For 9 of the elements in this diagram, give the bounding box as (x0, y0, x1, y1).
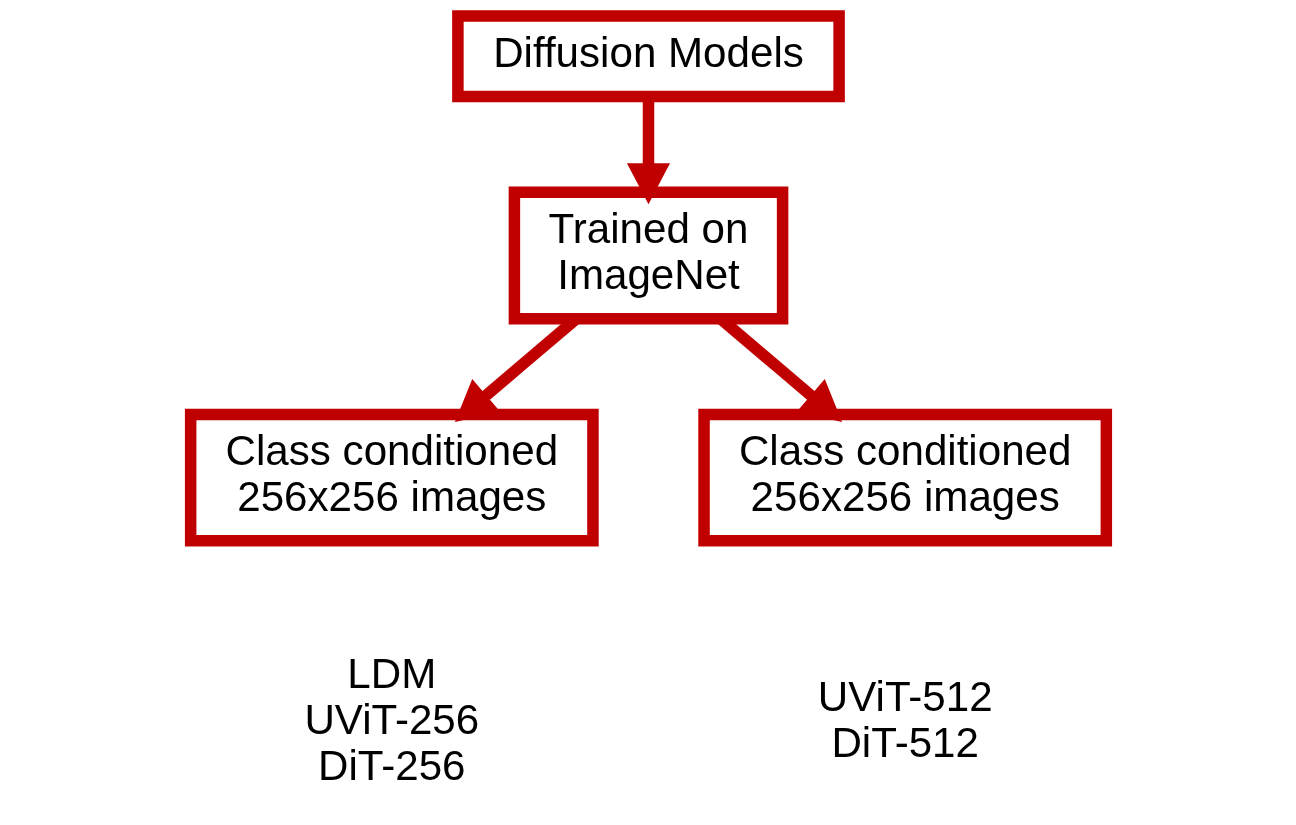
node-label: DiT-512 (830, 718, 979, 766)
node-label: UViT-256 (303, 695, 479, 743)
node-label: DiT-256 (317, 741, 466, 789)
node-box: Class conditioned 256x256 images (697, 408, 1112, 547)
node-label: UViT-512 (817, 672, 993, 720)
node-label: LDM (346, 649, 436, 697)
node-box: Class conditioned 256x256 images (184, 408, 599, 547)
node-box: Diffusion Models (451, 10, 845, 103)
node-box: Trained on ImageNet (508, 186, 788, 325)
